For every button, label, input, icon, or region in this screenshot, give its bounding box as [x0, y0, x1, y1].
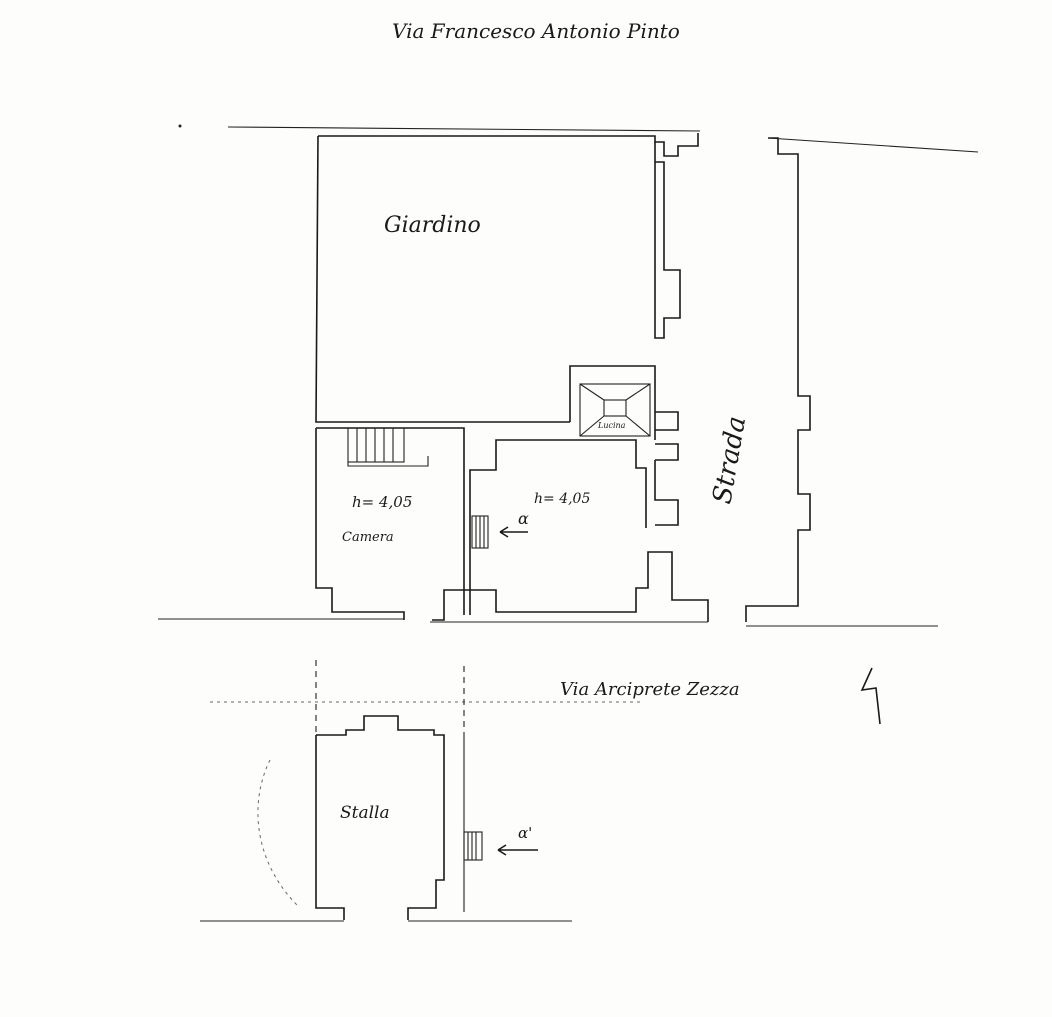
stairwell-walls [569, 365, 656, 440]
camera-staircase [347, 427, 405, 463]
stable-entry-steps [463, 831, 483, 861]
skylight-label: Lucina [597, 421, 626, 430]
stable-label: Stalla [340, 803, 390, 823]
entrance-marker-1: α [518, 509, 529, 528]
garden-label: Giardino [384, 213, 481, 238]
camera-height-label: h= 4,05 [352, 493, 412, 511]
camera-west-south-wall [315, 428, 405, 620]
curved-path-line [257, 759, 299, 907]
strada-west-wall [654, 411, 679, 526]
street-label-top: Via Francesco Antonio Pinto [392, 19, 680, 43]
stair-landing [347, 456, 429, 467]
east-block-wall [745, 137, 811, 622]
garden-west-wall [315, 135, 570, 423]
entrance-marker-2: α' [518, 824, 532, 842]
skylight-frame [579, 383, 651, 437]
street-label-right: Strada [707, 414, 752, 506]
skylight-center [603, 399, 627, 417]
street-label-middle: Via Arciprete Zezza [560, 679, 740, 700]
main-room-north-wall [469, 439, 647, 615]
garden-north-wall [318, 133, 699, 157]
skylight-line [625, 415, 651, 437]
skylight-line [579, 415, 605, 437]
survey-point [178, 124, 182, 128]
camera-north-east-wall [316, 427, 465, 615]
stable-west-wall [315, 735, 345, 920]
entrance-arrow-2 [497, 844, 538, 856]
property-boundary-top [227, 126, 701, 132]
garden-east-wall [654, 142, 681, 339]
main-room-height-label: h= 4,05 [534, 491, 590, 507]
east-block-boundary [767, 137, 979, 153]
main-room-south-wall [432, 551, 709, 622]
entrance-arrow-1 [499, 526, 528, 538]
camera-name-label: Camera [342, 530, 394, 545]
north-arrow-icon [860, 667, 881, 725]
skylight-line [625, 383, 651, 401]
stable-north-east-wall [316, 715, 445, 920]
skylight-line [579, 383, 605, 401]
